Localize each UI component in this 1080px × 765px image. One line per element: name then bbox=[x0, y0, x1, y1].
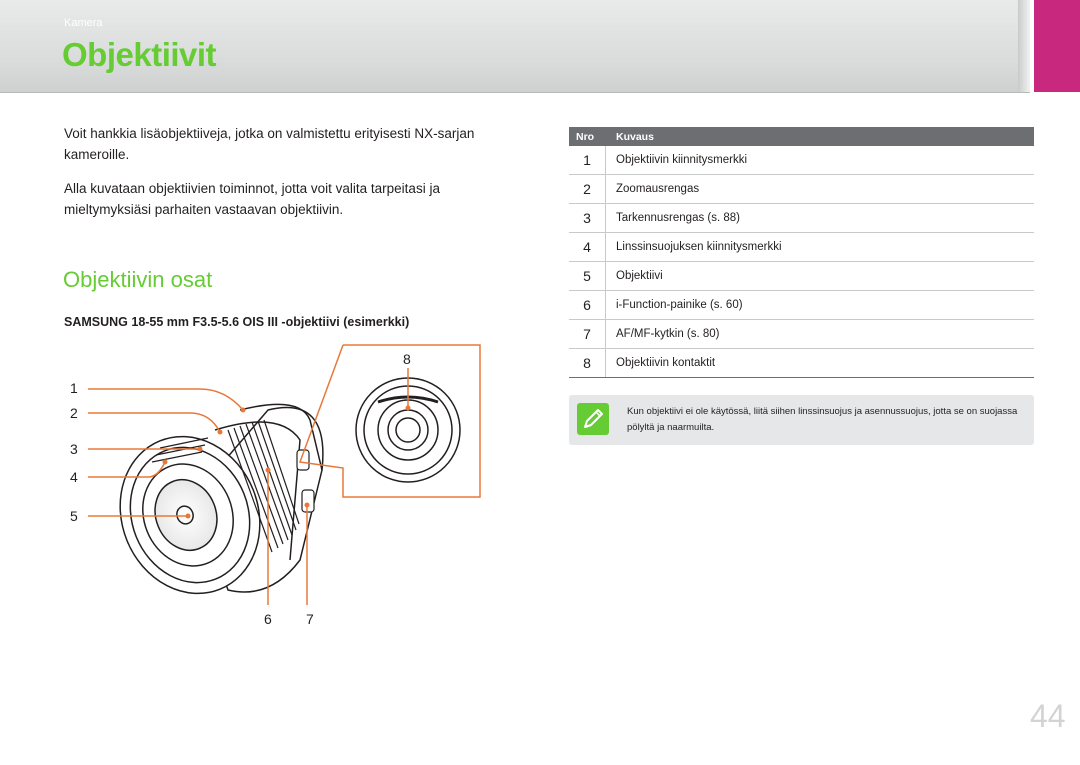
row-description: Zoomausrengas bbox=[616, 183, 700, 195]
header-desc: Kuvaus bbox=[616, 130, 654, 143]
table-row: 2 Zoomausrengas bbox=[569, 175, 1034, 204]
row-description: Objektiivi bbox=[616, 270, 663, 282]
row-number: 3 bbox=[569, 204, 606, 232]
section-heading: Objektiivin osat bbox=[63, 267, 213, 292]
row-number: 6 bbox=[569, 291, 606, 319]
callout-4: 4 bbox=[70, 469, 78, 485]
callout-3: 3 bbox=[70, 441, 78, 457]
header-band-edge bbox=[1018, 0, 1030, 92]
lens-caption: SAMSUNG 18-55 mm F3.5-5.6 OIS III -objek… bbox=[64, 315, 410, 329]
intro-paragraph-2: Alla kuvataan objektiivien toiminnot, jo… bbox=[64, 181, 440, 217]
table-row: 5 Objektiivi bbox=[569, 262, 1034, 291]
note-text: Kun objektiivi ei ole käytössä, liitä si… bbox=[627, 406, 1018, 433]
i-function-button bbox=[296, 449, 310, 471]
callout-6: 6 bbox=[264, 611, 272, 627]
zoom-ring-ribs bbox=[151, 419, 300, 553]
pencil-note-icon bbox=[577, 403, 609, 435]
callout-dots bbox=[162, 405, 411, 519]
table-row: 4 Linssinsuojuksen kiinnitysmerkki bbox=[569, 233, 1034, 262]
row-number: 4 bbox=[569, 233, 606, 261]
table-row: 3 Tarkennusrengas (s. 88) bbox=[569, 204, 1034, 233]
section-label: Kamera bbox=[64, 17, 103, 29]
callout-7: 7 bbox=[306, 611, 314, 627]
callout-5: 5 bbox=[70, 508, 78, 524]
callout-1: 1 bbox=[70, 380, 78, 396]
callout-8: 8 bbox=[403, 351, 411, 367]
header-band bbox=[0, 0, 1030, 93]
row-description: i-Function-painike (s. 60) bbox=[616, 299, 743, 311]
row-number: 8 bbox=[569, 349, 606, 377]
row-description: Objektiivin kontaktit bbox=[616, 357, 716, 369]
callout-lines bbox=[88, 344, 481, 605]
row-number: 7 bbox=[569, 320, 606, 348]
row-description: Objektiivin kiinnitysmerkki bbox=[616, 154, 748, 166]
note-box: Kun objektiivi ei ole käytössä, liitä si… bbox=[569, 395, 1034, 445]
table-row: 1 Objektiivin kiinnitysmerkki bbox=[569, 146, 1034, 175]
af-mf-switch bbox=[301, 489, 315, 513]
table-row: 7 AF/MF-kytkin (s. 80) bbox=[569, 320, 1034, 349]
table-row: 8 Objektiivin kontaktit bbox=[569, 349, 1034, 378]
callout-2: 2 bbox=[70, 405, 78, 421]
row-number: 1 bbox=[569, 146, 606, 174]
intro-paragraph-1: Voit hankkia lisäobjektiiveja, jotka on … bbox=[64, 126, 475, 162]
row-description: Tarkennusrengas (s. 88) bbox=[616, 212, 741, 224]
chapter-tab[interactable] bbox=[1034, 0, 1080, 92]
page-number: 44 bbox=[1030, 698, 1066, 734]
row-description: Linssinsuojuksen kiinnitysmerkki bbox=[616, 241, 782, 253]
row-number: 5 bbox=[569, 262, 606, 290]
row-number: 2 bbox=[569, 175, 606, 203]
row-description: AF/MF-kytkin (s. 80) bbox=[616, 328, 720, 340]
header-nro: Nro bbox=[576, 130, 595, 143]
page-title: Objektiivit bbox=[62, 36, 217, 73]
table-header: Nro Kuvaus bbox=[569, 127, 1034, 146]
table-row: 6 i-Function-painike (s. 60) bbox=[569, 291, 1034, 320]
